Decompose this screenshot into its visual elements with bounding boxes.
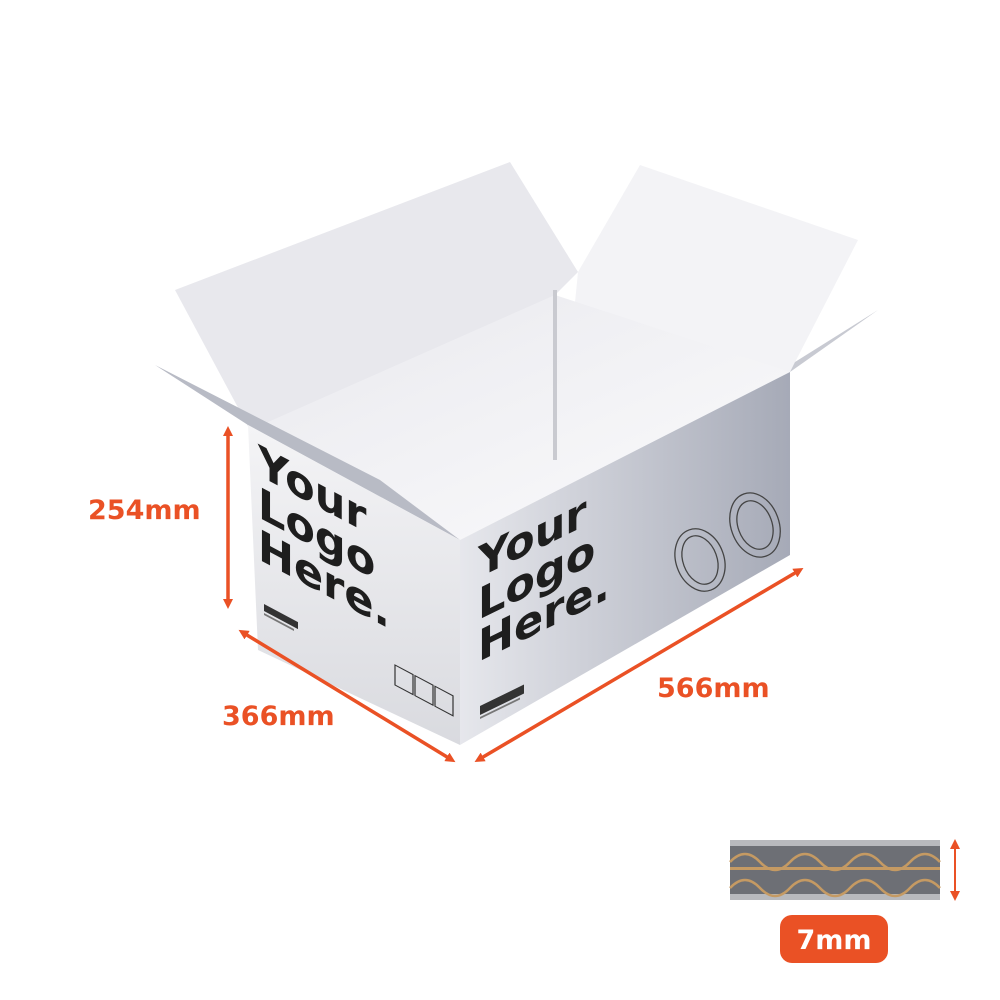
front-left-flap bbox=[155, 365, 460, 540]
thickness-badge bbox=[780, 915, 888, 963]
thickness-label: 7mm bbox=[796, 925, 871, 956]
width-label: 366mm bbox=[222, 701, 335, 732]
brand-logo bbox=[264, 604, 298, 631]
width-arrow bbox=[238, 629, 456, 763]
length-arrow bbox=[474, 567, 804, 763]
length-label: 566mm bbox=[657, 673, 770, 704]
cardboard-cross-section bbox=[729, 840, 941, 900]
eco-friendly-stamp-icon bbox=[729, 492, 781, 558]
back-left-flap bbox=[175, 162, 578, 470]
box-interior bbox=[250, 295, 790, 540]
front-right-flap bbox=[790, 310, 878, 372]
height-label: 254mm bbox=[88, 495, 201, 526]
